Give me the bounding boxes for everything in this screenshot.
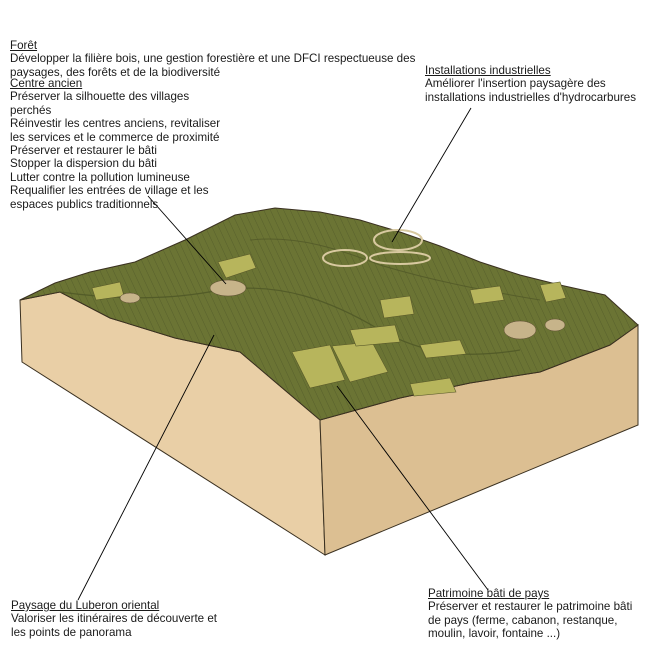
leader-lines — [77, 107, 489, 601]
patrimoine-line-1: Préserver et restaurer le patrimoine bât… — [428, 600, 633, 614]
leader-line-centre-ancien — [147, 195, 227, 285]
label-patrimoine: Patrimoine bâti de pays Préserver et res… — [428, 587, 632, 641]
centre-ancien-line: perchés — [10, 103, 52, 117]
installations-line-1: Améliorer l'insertion paysagère des — [425, 77, 606, 91]
luberon-line-2: les points de panorama — [11, 625, 132, 639]
leader-line-luberon — [77, 334, 215, 601]
centre-ancien-line: Stopper la dispersion du bâti — [10, 157, 157, 171]
label-foret: Forêt Développer la filière bois, une ge… — [10, 39, 415, 79]
label-centre-ancien: Centre ancien Préserver la silhouette de… — [10, 77, 220, 211]
patrimoine-line-3: moulin, lavoir, fontaine ...) — [428, 627, 561, 641]
heading-foret: Forêt — [10, 39, 38, 52]
centre-ancien-line: Lutter contre la pollution lumineuse — [10, 170, 190, 184]
heading-centre-ancien: Centre ancien — [10, 77, 83, 90]
leader-line-installations — [391, 107, 472, 243]
centre-ancien-line: Réinvestir les centres anciens, revitali… — [10, 117, 221, 131]
industrial-installation — [322, 229, 431, 267]
centre-ancien-line: Requalifier les entrées de village et le… — [10, 184, 209, 198]
village-settlement — [119, 279, 566, 340]
label-installations: Installations industrielles Améliorer l'… — [425, 64, 636, 104]
heading-patrimoine: Patrimoine bâti de pays — [428, 587, 550, 600]
installations-line-2: installations industrielles d'hydrocarbu… — [425, 90, 637, 104]
centre-ancien-line: Préserver la silhouette des villages — [10, 90, 190, 104]
heading-luberon: Paysage du Luberon oriental — [11, 599, 160, 612]
centre-ancien-line: les services et le commerce de proximité — [10, 130, 220, 144]
heading-installations: Installations industrielles — [425, 64, 551, 77]
foret-line-1: Développer la filière bois, une gestion … — [10, 52, 416, 66]
agricultural-fields — [91, 253, 567, 397]
patrimoine-line-2: de pays (ferme, cabanon, restanque, — [428, 613, 618, 627]
terrain-hatching — [20, 208, 638, 420]
leader-line-patrimoine — [336, 385, 489, 591]
centre-ancien-line: espaces publics traditionnels — [10, 197, 159, 211]
centre-ancien-line: Préserver et restaurer le bâti — [10, 144, 157, 158]
luberon-line-1: Valoriser les itinéraires de découverte … — [11, 612, 217, 626]
foret-line-2: paysages, des forêts et de la biodiversi… — [10, 65, 221, 79]
label-luberon: Paysage du Luberon oriental Valoriser le… — [11, 599, 217, 639]
